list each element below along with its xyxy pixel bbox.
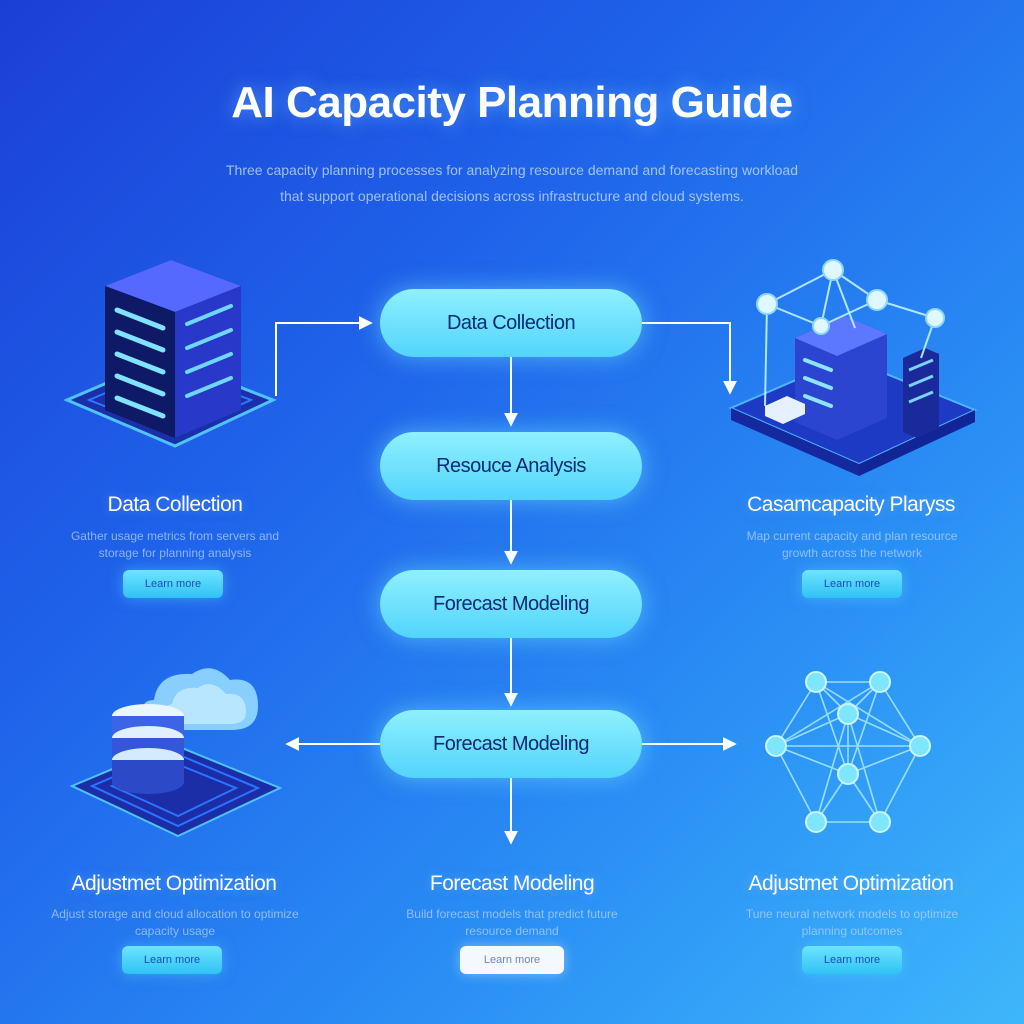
card-data-collection-button[interactable]: Learn more — [123, 570, 223, 598]
card-forecast-modeling-button[interactable]: Learn more — [460, 946, 564, 974]
card-forecast-modeling-desc: Build forecast models that predict futur… — [406, 907, 618, 938]
subtitle-line-1: Three capacity planning processes for an… — [226, 162, 798, 178]
card-capacity-plans-desc: Map current capacity and plan resource g… — [746, 529, 958, 560]
card-data-collection-title: Data Collection — [107, 493, 243, 516]
arrow-rack-to-collection — [275, 316, 373, 396]
card-adjustment-optimization-right-title: Adjustmet Optimization — [748, 872, 954, 895]
card-adjustment-optimization-left-button[interactable]: Learn more — [122, 946, 222, 974]
arrow-collection-to-network — [642, 322, 737, 395]
card-capacity-plans-title: Casamcapacity Plaryss — [747, 493, 955, 516]
subtitle-line-2: that support operational decisions acros… — [280, 188, 744, 204]
flow-step-resource-analysis[interactable]: Resouce Analysis — [380, 432, 642, 500]
database-cloud-icon — [69, 668, 283, 838]
neural-network-icon — [765, 671, 931, 833]
server-rack-icon — [63, 260, 277, 448]
page-title: AI Capacity Planning Guide — [231, 78, 793, 127]
card-adjustment-optimization-right-desc: Tune neural network models to optimize p… — [745, 907, 959, 938]
card-adjustment-optimization-right-button[interactable]: Learn more — [802, 946, 902, 974]
flow-step-forecast-modeling-2[interactable]: Forecast Modeling — [380, 710, 642, 778]
card-forecast-modeling-title: Forecast Modeling — [429, 872, 595, 895]
card-capacity-plans-button[interactable]: Learn more — [802, 570, 902, 598]
card-adjustment-optimization-left-title: Adjustmet Optimization — [71, 872, 277, 895]
card-data-collection-desc: Gather usage metrics from servers and st… — [70, 529, 280, 560]
network-servers-icon — [728, 259, 978, 476]
card-adjustment-optimization-left-desc: Adjust storage and cloud allocation to o… — [51, 907, 299, 938]
flow-step-data-collection[interactable]: Data Collection — [380, 289, 642, 357]
flow-step-forecast-modeling[interactable]: Forecast Modeling — [380, 570, 642, 638]
